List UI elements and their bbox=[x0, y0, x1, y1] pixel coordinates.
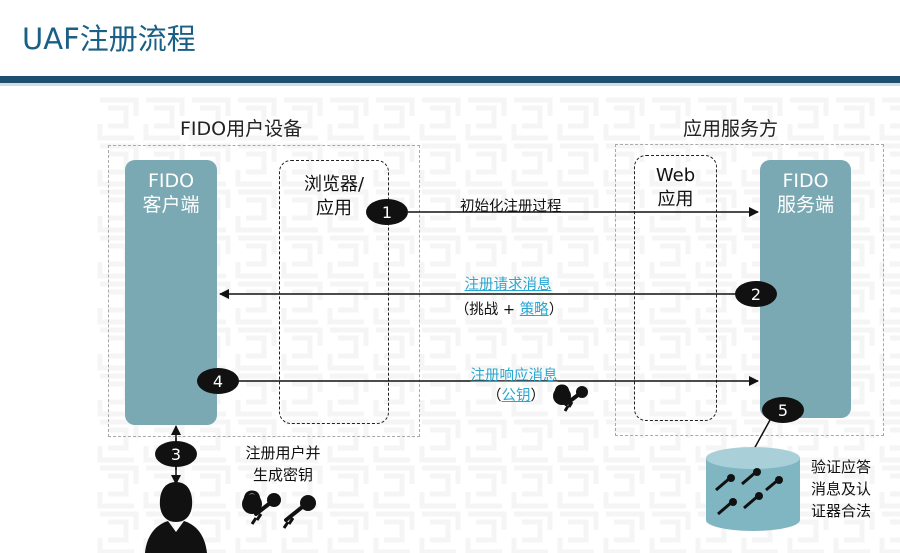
lock-key-icon bbox=[553, 384, 588, 412]
title-divider bbox=[0, 76, 900, 83]
fido-server-line1: FIDO bbox=[782, 170, 829, 192]
web-app-box: Web 应用 bbox=[634, 155, 717, 421]
step4-close: ） bbox=[530, 388, 546, 404]
step2-message-title[interactable]: 注册请求消息 bbox=[464, 277, 552, 293]
step-badge-2: 2 bbox=[735, 281, 777, 307]
step-badge-5: 5 bbox=[762, 397, 804, 423]
fido-client-line2: 客户端 bbox=[142, 194, 200, 216]
step2-open: （挑战 + bbox=[454, 302, 520, 318]
right-group-heading: 应用服务方 bbox=[683, 118, 779, 140]
step4-open: （ bbox=[487, 388, 502, 404]
step-badge-1-number: 1 bbox=[382, 203, 392, 222]
step-badge-3: 3 bbox=[155, 441, 197, 467]
left-group-heading: FIDO用户设备 bbox=[180, 118, 303, 140]
step4-message-detail: （公钥） bbox=[487, 384, 545, 405]
web-app-line2: 应用 bbox=[657, 189, 694, 210]
browser-app-box: 浏览器/ 应用 bbox=[279, 160, 389, 424]
step1-message: 初始化注册过程 bbox=[460, 199, 562, 215]
step-badge-1: 1 bbox=[366, 199, 408, 225]
relying-party-group bbox=[615, 144, 884, 436]
step2-message-detail: （挑战 + 策略） bbox=[455, 298, 563, 319]
db-caption-line2: 消息及认 bbox=[810, 480, 871, 498]
fido-user-device-group bbox=[108, 145, 420, 437]
lock-key-icon bbox=[282, 495, 316, 529]
fido-client-line1: FIDO bbox=[147, 170, 195, 192]
browser-app-line2: 应用 bbox=[316, 198, 352, 219]
db-caption: 验证应答 消息及认 证器合法 bbox=[806, 456, 876, 522]
step-badge-4-number: 4 bbox=[213, 372, 223, 391]
fido-server-line2: 服务端 bbox=[776, 194, 834, 216]
step-badge-2-number: 2 bbox=[751, 285, 761, 304]
user-caption-line2: 生成密钥 bbox=[252, 466, 313, 484]
step2-close: ） bbox=[548, 302, 564, 318]
user-caption-line1: 注册用户并 bbox=[245, 444, 321, 462]
web-app-line1: Web bbox=[655, 165, 696, 186]
user-caption: 注册用户并 生成密钥 bbox=[238, 442, 328, 486]
step-badge-3-number: 3 bbox=[171, 445, 181, 464]
page-title: UAF注册流程 bbox=[22, 22, 196, 56]
db-caption-line3: 证器合法 bbox=[810, 502, 871, 520]
step-badge-4: 4 bbox=[197, 368, 239, 394]
lock-key-icon bbox=[242, 490, 281, 525]
db-caption-line1: 验证应答 bbox=[810, 458, 871, 476]
step-badge-5-number: 5 bbox=[778, 401, 788, 420]
user-silhouette-icon bbox=[145, 482, 207, 553]
database-icon bbox=[706, 447, 800, 531]
browser-app-line1: 浏览器/ bbox=[303, 174, 365, 195]
step4-pubkey-link[interactable]: 公钥 bbox=[501, 388, 531, 404]
step2-policy-link[interactable]: 策略 bbox=[519, 302, 549, 318]
title-divider-shadow bbox=[0, 83, 900, 86]
step4-message-title[interactable]: 注册响应消息 bbox=[470, 368, 558, 384]
